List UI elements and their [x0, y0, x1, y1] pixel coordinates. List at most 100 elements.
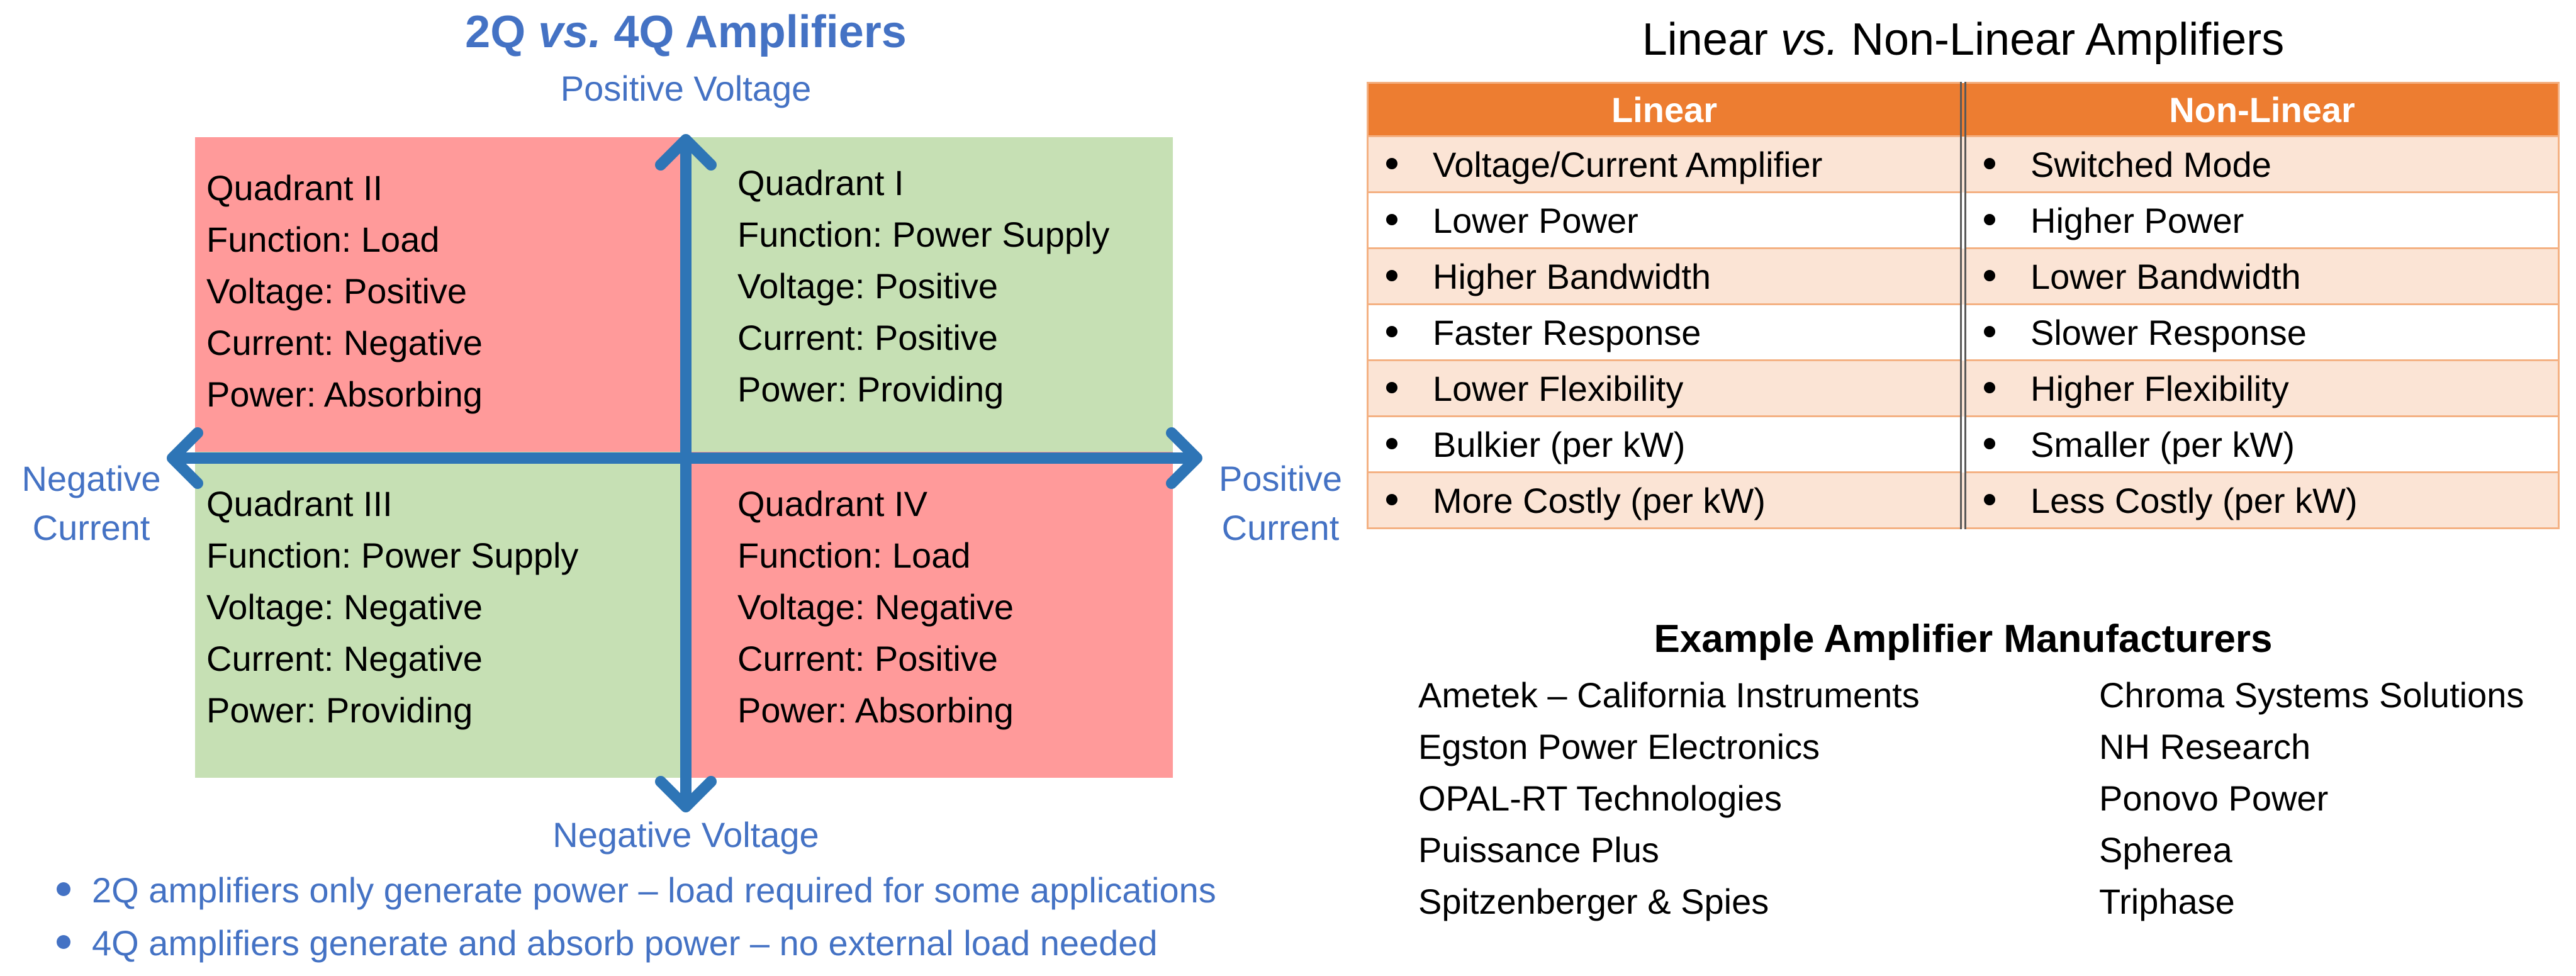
diagram-title-suffix: 4Q Amplifiers	[601, 7, 907, 57]
quadrant-i-voltage: Voltage: Positive	[737, 266, 999, 306]
quadrant-iii-voltage: Voltage: Negative	[206, 587, 483, 627]
cell-text: Faster Response	[1433, 312, 1701, 352]
table-cell-linear: Faster Response	[1367, 303, 1966, 361]
comparison-title-vs: vs.	[1780, 14, 1839, 65]
bullet-dot-icon	[1984, 157, 1995, 169]
negative-current-line1: Negative	[21, 459, 161, 498]
bullet-4q: 4Q amplifiers generate and absorb power …	[57, 923, 1158, 963]
diagram-title-vs: vs.	[538, 7, 602, 57]
diagram-title-prefix: 2Q	[465, 7, 539, 57]
table-cell-linear: Higher Bandwidth	[1367, 247, 1966, 305]
cell-text: Switched Mode	[2030, 144, 2271, 184]
quadrant-iv-voltage: Voltage: Negative	[737, 587, 1014, 627]
manufacturers-title: Example Amplifier Manufacturers	[1654, 617, 2273, 661]
table-cell-linear: Voltage/Current Amplifier	[1367, 135, 1966, 193]
cell-text: Bulkier (per kW)	[1433, 424, 1686, 464]
quadrant-iii-function: Function: Power Supply	[206, 536, 579, 575]
quadrant-iii-text: Quadrant III Function: Power Supply Volt…	[206, 478, 578, 736]
quadrant-iii-name: Quadrant III	[206, 484, 393, 524]
manufacturer-right-5: Triphase	[2099, 882, 2235, 921]
bullet-dot-icon	[1386, 157, 1397, 169]
table-cell-non-linear: Less Costly (per kW)	[1962, 471, 2560, 529]
bullet-2q-text: 2Q amplifiers only generate power – load…	[92, 870, 1216, 910]
quadrant-iv-text: Quadrant IV Function: Load Voltage: Nega…	[737, 478, 1014, 736]
bullet-dot-icon	[1386, 493, 1397, 505]
cell-text: Voltage/Current Amplifier	[1433, 144, 1823, 184]
header-non-linear: Non-Linear	[1962, 82, 2560, 137]
quadrant-ii-power: Power: Absorbing	[206, 374, 483, 414]
table-cell-linear: Lower Flexibility	[1367, 359, 1966, 417]
bullet-dot-icon	[1984, 269, 1995, 281]
positive-current-label: Positive Current	[1196, 454, 1365, 553]
table-cell-linear: Bulkier (per kW)	[1367, 415, 1966, 473]
bullet-dot-icon	[1984, 213, 1995, 225]
quadrant-i-name: Quadrant I	[737, 163, 904, 203]
negative-current-label: Negative Current	[0, 454, 182, 553]
manufacturer-right-1: Chroma Systems Solutions	[2099, 675, 2524, 715]
table-row: Bulkier (per kW) Smaller (per kW)	[1367, 415, 2560, 473]
table-cell-non-linear: Smaller (per kW)	[1962, 415, 2560, 473]
comparison-title-prefix: Linear	[1642, 14, 1781, 65]
comparison-title-suffix: Non-Linear Amplifiers	[1838, 14, 2285, 65]
table-cell-linear: Lower Power	[1367, 191, 1966, 249]
bullet-dot-icon	[1386, 325, 1397, 337]
negative-current-line2: Current	[32, 508, 150, 547]
arrow-right-icon	[1166, 427, 1202, 489]
cell-text: Lower Bandwidth	[2030, 256, 2301, 296]
manufacturer-left-2: Egston Power Electronics	[1418, 727, 1820, 766]
bullet-dot-icon	[1386, 437, 1397, 449]
manufacturer-left-5: Spitzenberger & Spies	[1418, 882, 1769, 921]
table-cell-non-linear: Lower Bandwidth	[1962, 247, 2560, 305]
cell-text: Less Costly (per kW)	[2030, 480, 2358, 520]
cell-text: Higher Bandwidth	[1433, 256, 1711, 296]
table-row: Lower Flexibility Higher Flexibility	[1367, 359, 2560, 417]
quadrant-ii-text: Quadrant II Function: Load Voltage: Posi…	[206, 162, 483, 420]
table-cell-non-linear: Higher Flexibility	[1962, 359, 2560, 417]
quadrant-iv-power: Power: Absorbing	[737, 690, 1014, 730]
quadrant-ii-current: Current: Negative	[206, 323, 483, 362]
table-row: Faster Response Slower Response	[1367, 303, 2560, 361]
quadrant-i-current: Current: Positive	[737, 318, 998, 357]
table-cell-non-linear: Slower Response	[1962, 303, 2560, 361]
table-cell-linear: More Costly (per kW)	[1367, 471, 1966, 529]
bullet-dot-icon	[1984, 493, 1995, 505]
quadrant-i-box: Quadrant I Function: Power Supply Voltag…	[686, 137, 1173, 452]
table-row: Lower Power Higher Power	[1367, 191, 2560, 249]
bullet-dot-icon	[57, 935, 70, 950]
cell-text: More Costly (per kW)	[1433, 480, 1766, 520]
bullet-dot-icon	[1386, 213, 1397, 225]
quadrant-i-function: Function: Power Supply	[737, 215, 1110, 254]
quadrant-ii-function: Function: Load	[206, 220, 440, 259]
quadrant-iv-box: Quadrant IV Function: Load Voltage: Nega…	[686, 452, 1173, 778]
quadrant-iv-current: Current: Positive	[737, 639, 998, 678]
quadrant-i-power: Power: Providing	[737, 369, 1004, 409]
positive-voltage-label: Positive Voltage	[560, 69, 812, 108]
manufacturer-right-4: Spherea	[2099, 830, 2232, 870]
table-row: Higher Bandwidth Lower Bandwidth	[1367, 247, 2560, 305]
comparison-title: Linear vs. Non-Linear Amplifiers	[1365, 14, 2561, 65]
quadrant-iii-box: Quadrant III Function: Power Supply Volt…	[195, 452, 686, 778]
quadrant-ii-name: Quadrant II	[206, 168, 383, 208]
quadrant-ii-voltage: Voltage: Positive	[206, 271, 468, 311]
quadrant-iii-current: Current: Negative	[206, 639, 483, 678]
bullet-4q-text: 4Q amplifiers generate and absorb power …	[92, 923, 1158, 963]
cell-text: Smaller (per kW)	[2030, 424, 2295, 464]
negative-voltage-label: Negative Voltage	[552, 815, 819, 855]
quadrant-iv-function: Function: Load	[737, 536, 971, 575]
bullet-dot-icon	[1984, 437, 1995, 449]
diagram-title: 2Q vs. 4Q Amplifiers	[0, 6, 1372, 58]
comparison-table: Linear Non-Linear Voltage/Current Amplif…	[1367, 82, 2560, 529]
cell-text: Higher Flexibility	[2030, 368, 2289, 408]
bullet-dot-icon	[1386, 269, 1397, 281]
table-cell-non-linear: Higher Power	[1962, 191, 2560, 249]
manufacturer-right-3: Ponovo Power	[2099, 778, 2329, 818]
cell-text: Lower Flexibility	[1433, 368, 1684, 408]
bullet-dot-icon	[57, 882, 70, 897]
bullet-2q: 2Q amplifiers only generate power – load…	[57, 870, 1216, 911]
quadrant-iii-power: Power: Providing	[206, 690, 473, 730]
manufacturer-right-2: NH Research	[2099, 727, 2311, 766]
header-linear: Linear	[1367, 82, 1966, 137]
table-row: More Costly (per kW) Less Costly (per kW…	[1367, 471, 2560, 529]
bullet-dot-icon	[1386, 381, 1397, 393]
table-cell-non-linear: Switched Mode	[1962, 135, 2560, 193]
